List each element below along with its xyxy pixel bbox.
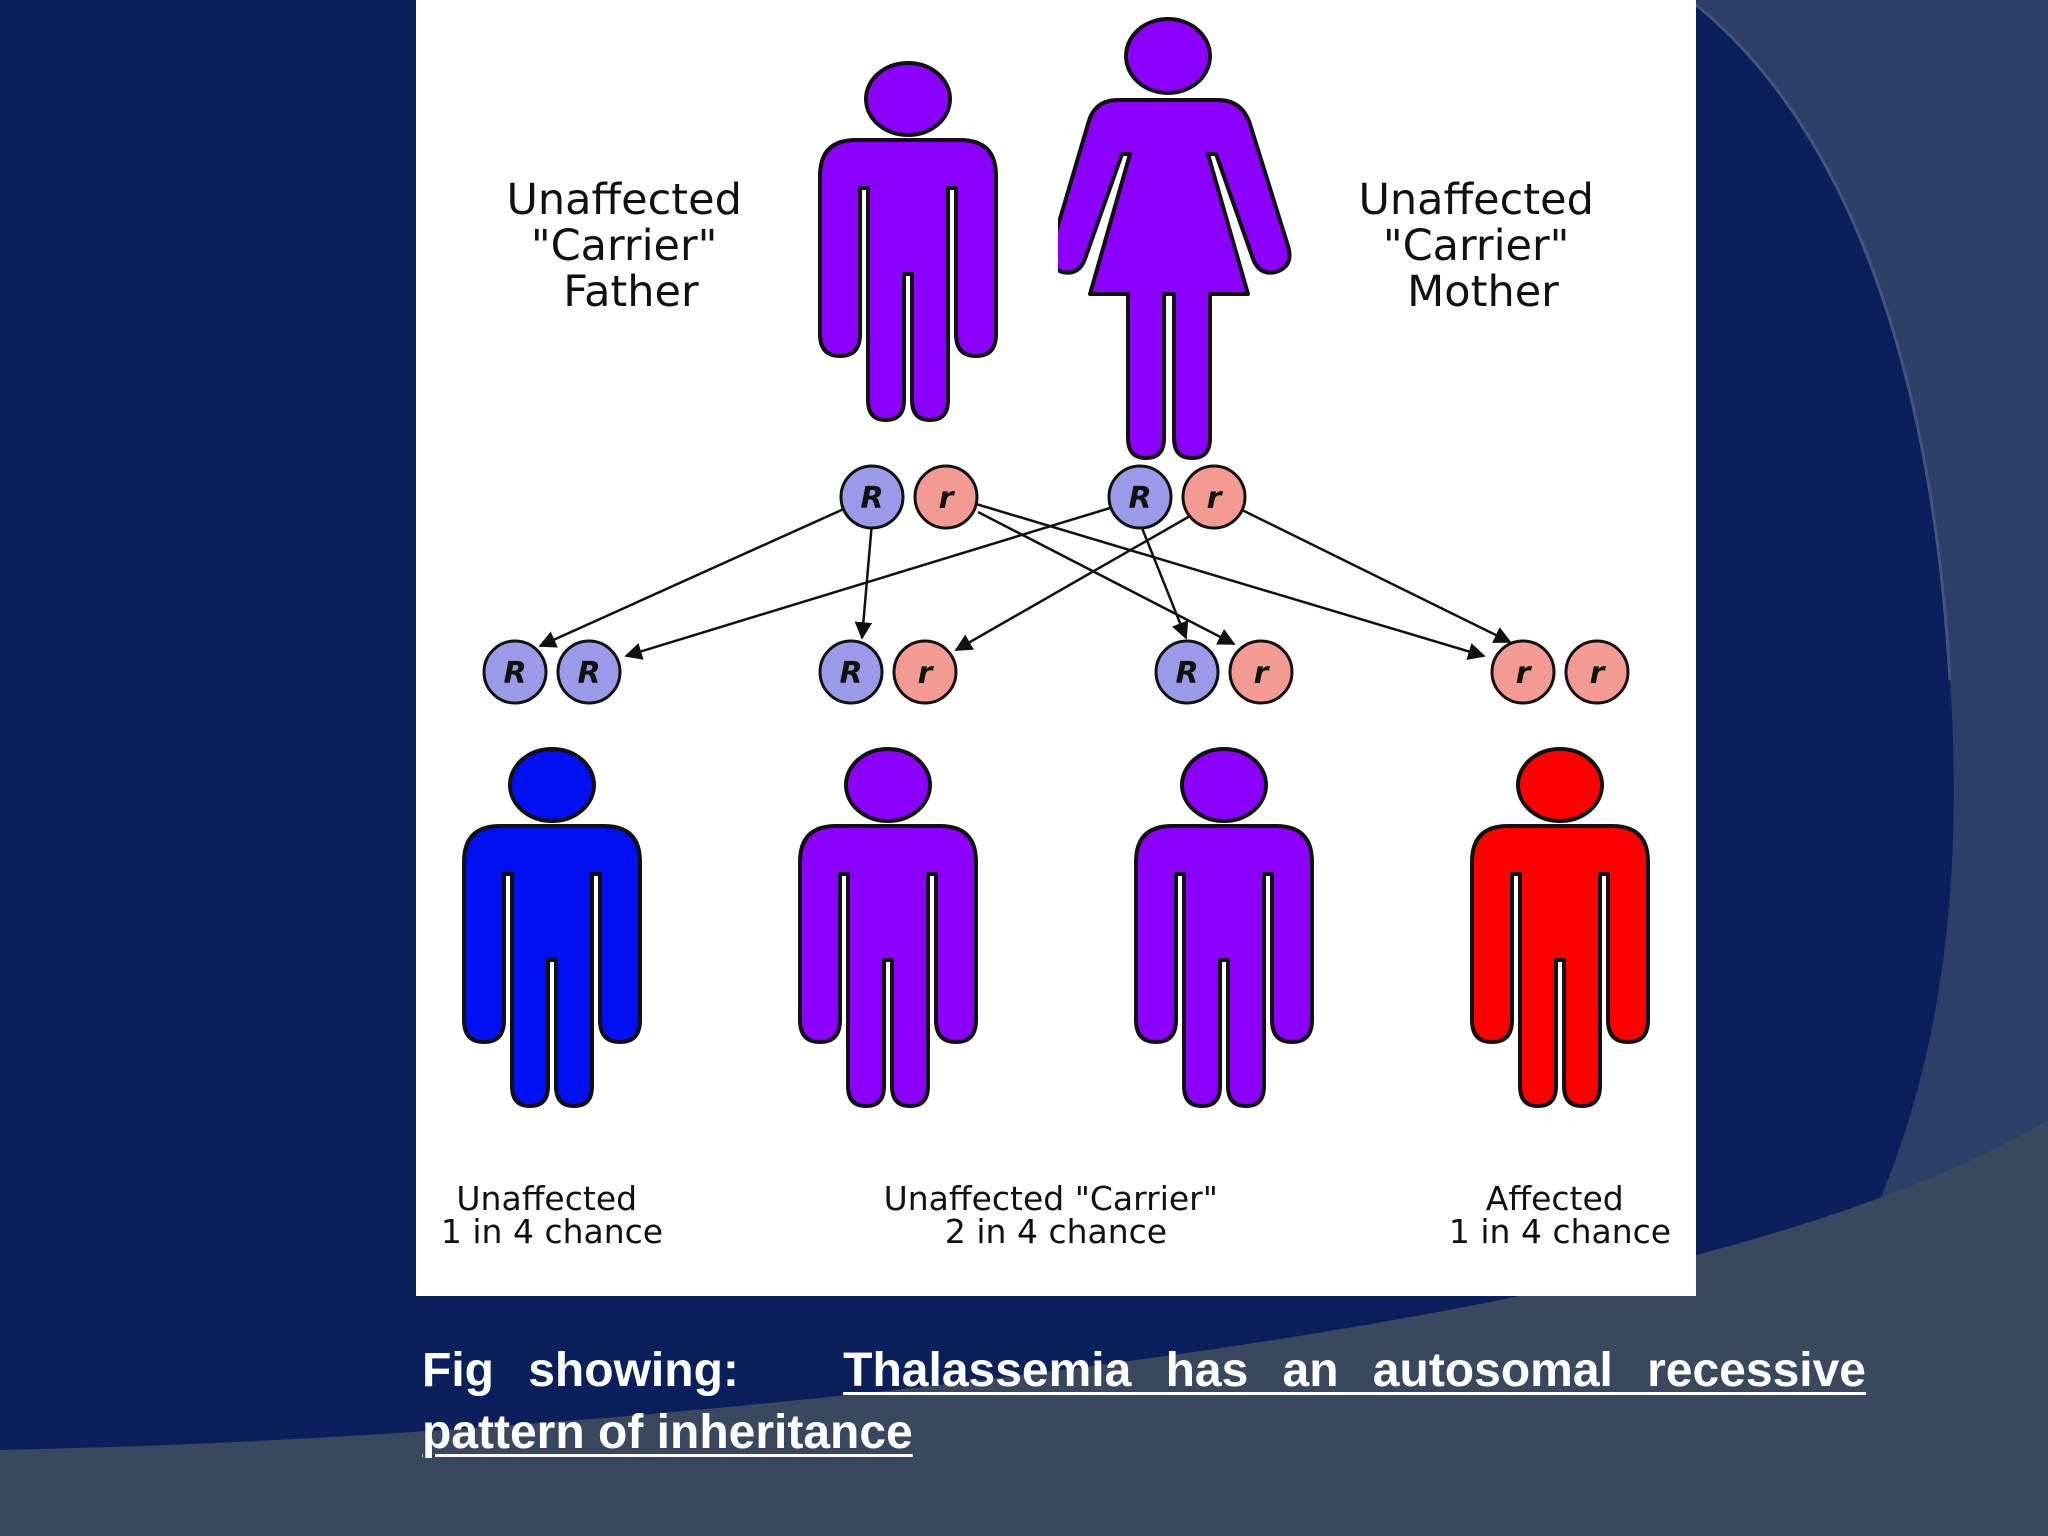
- arrow-mother-r-child4: [1241, 508, 1512, 644]
- child-1-allele-1: R: [482, 639, 548, 705]
- arrow-father-r-child4: [975, 502, 1486, 660]
- mother-label: Unaffected "Carrier" Mother: [1358, 175, 1607, 317]
- mother-allele-1: R: [1107, 464, 1173, 530]
- child-3-allele-2-letter: r: [1254, 656, 1271, 691]
- child-3-allele-1: R: [1154, 639, 1220, 705]
- mother-allele-2-letter: r: [1207, 481, 1224, 516]
- child-figure-carrier-2: [1136, 749, 1312, 1106]
- arrow-father-R-child2: [854, 521, 874, 640]
- arrow-mother-r-child2: [954, 514, 1191, 652]
- child-3-allele-1-letter: R: [1175, 656, 1198, 691]
- father-label: Unaffected "Carrier" Father: [506, 175, 755, 317]
- mother-label-line-2: "Carrier": [1383, 221, 1570, 271]
- arrow-father-r-child3: [977, 510, 1236, 646]
- mother-figure: [1058, 17, 1292, 460]
- outcome-carrier-line-2: 2 in 4 chance: [945, 1212, 1167, 1251]
- child-2-allele-2-letter: r: [918, 656, 935, 691]
- child-figure-carrier-1: [800, 749, 976, 1106]
- outcome-carrier-label: Unaffected "Carrier" 2 in 4 chance: [884, 1179, 1229, 1251]
- father-figure: [820, 63, 996, 420]
- child-4-allele-2-letter: r: [1590, 656, 1607, 691]
- mother-allele-1-letter: R: [1128, 481, 1151, 516]
- outcome-unaffected-line-2: 1 in 4 chance: [441, 1212, 663, 1251]
- father-allele-2: r: [913, 464, 979, 530]
- mother-label-line-3: Mother: [1407, 267, 1559, 317]
- child-figure-affected: [1472, 749, 1648, 1106]
- child-4-allele-1: r: [1490, 639, 1556, 705]
- child-1-allele-2: R: [556, 639, 622, 705]
- father-allele-2-letter: r: [939, 481, 956, 516]
- child-2-allele-1: R: [818, 639, 884, 705]
- outcome-affected-line-1: Affected: [1486, 1179, 1624, 1218]
- child-figure-unaffected: [464, 749, 640, 1106]
- inheritance-arrows: [538, 502, 1512, 660]
- child-1-allele-2-letter: R: [577, 656, 600, 691]
- child-2-allele-1-letter: R: [839, 656, 862, 691]
- arrow-mother-R-child3: [1136, 517, 1189, 640]
- outcome-unaffected-label: Unaffected 1 in 4 chance: [441, 1179, 663, 1251]
- mother-label-line-1: Unaffected: [1358, 175, 1593, 225]
- father-label-line-3: Father: [563, 267, 699, 317]
- outcome-unaffected-line-1: Unaffected: [456, 1179, 637, 1218]
- child-2-allele-2: r: [892, 639, 958, 705]
- arrow-father-R-child1: [538, 506, 847, 648]
- outcome-affected-label: Affected 1 in 4 chance: [1449, 1179, 1671, 1251]
- child-3-allele-2: r: [1228, 639, 1294, 705]
- father-allele-1-letter: R: [860, 481, 883, 516]
- child-4-allele-1-letter: r: [1516, 656, 1533, 691]
- child-1-allele-1-letter: R: [503, 656, 526, 691]
- caption-body: Thalassemia has an autosomal recessive p…: [422, 1344, 1866, 1459]
- father-allele-1: R: [839, 464, 905, 530]
- figure-caption: Fig showing: Thalassemia has an autosoma…: [422, 1340, 1866, 1464]
- father-label-line-1: Unaffected: [506, 175, 741, 225]
- father-label-line-2: "Carrier": [531, 221, 718, 271]
- outcome-affected-line-2: 1 in 4 chance: [1449, 1212, 1671, 1251]
- caption-lead: Fig showing:: [422, 1344, 739, 1397]
- outcome-carrier-line-1: Unaffected "Carrier": [884, 1179, 1218, 1218]
- child-4-allele-2: r: [1564, 639, 1630, 705]
- mother-allele-2: r: [1181, 464, 1247, 530]
- inheritance-diagram: Unaffected "Carrier" Father Unaffected "…: [416, 0, 1696, 1296]
